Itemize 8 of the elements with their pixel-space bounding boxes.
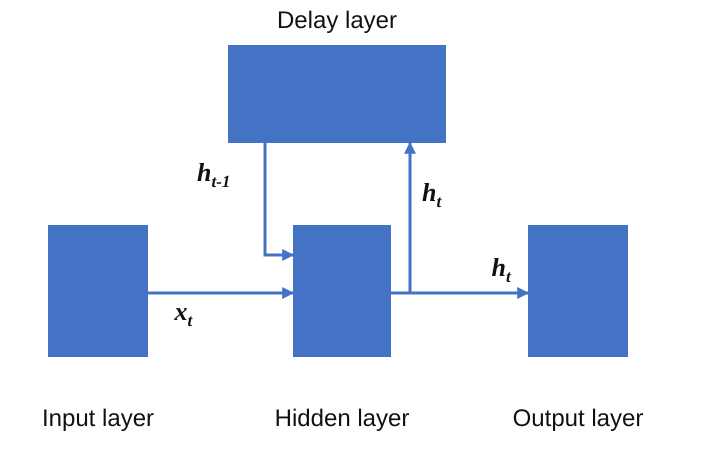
edge-label: h$_{t}$ <box>420 180 444 210</box>
layer-label: Hidden layer <box>274 405 410 433</box>
edge-label: h$_{t}$ <box>490 255 513 286</box>
layer-label: Input layer <box>42 405 154 433</box>
arrow <box>148 287 294 299</box>
layer-label: Delay layer <box>276 7 398 35</box>
layer-label: Output layer <box>512 405 644 433</box>
arrow <box>264 143 294 261</box>
